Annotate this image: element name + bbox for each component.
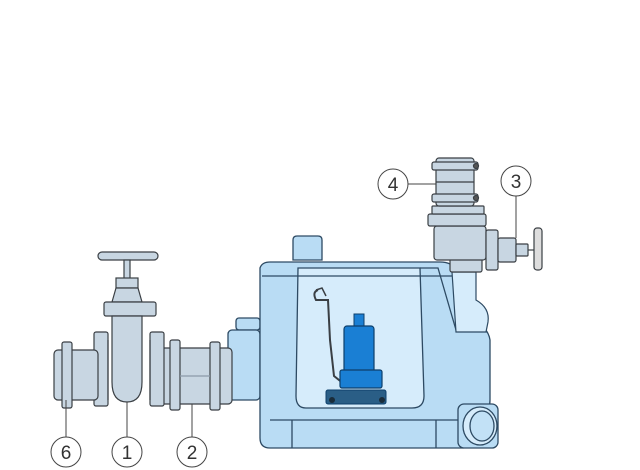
callout-1-label: 1 <box>122 443 133 464</box>
inspection-port <box>457 403 499 449</box>
callout-group <box>50 165 532 468</box>
gate-valve <box>93 251 165 407</box>
discharge-valve <box>485 227 543 271</box>
upper-pipe-section <box>431 157 480 207</box>
callout-1-circle <box>111 436 143 468</box>
callout-2-circle <box>176 436 208 468</box>
callout-2-label: 2 <box>187 443 198 464</box>
submersible-pump <box>313 287 387 405</box>
callout-3-label: 3 <box>511 172 522 193</box>
callout-6-circle <box>50 436 82 468</box>
pipe-stub <box>53 341 99 409</box>
callout-6-label: 6 <box>61 443 72 464</box>
inlet-pipe <box>159 339 233 411</box>
callout-4-circle <box>377 168 409 200</box>
callout-4-label: 4 <box>388 175 399 196</box>
callout-3-circle <box>500 165 532 197</box>
